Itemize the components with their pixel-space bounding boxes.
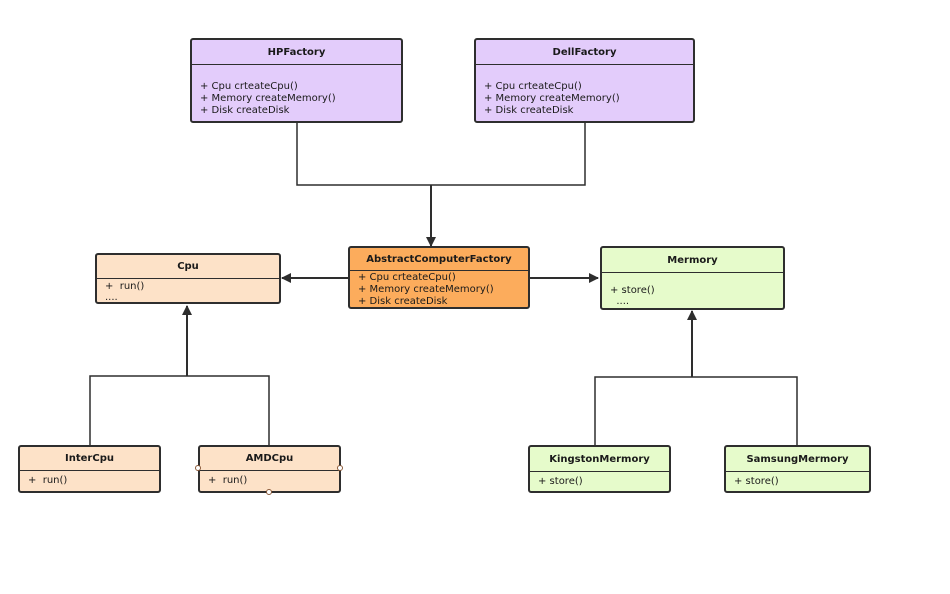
operation: + Memory createMemory() (200, 93, 336, 104)
operation: + store() (538, 476, 583, 487)
class-name: HPFactory (192, 40, 401, 65)
class-samsungmermory[interactable]: SamsungMermory + store() (724, 445, 871, 493)
class-intercpu[interactable]: InterCpu + run() (18, 445, 161, 493)
operation: + run() (105, 281, 145, 292)
edge-amdcpu-to-cpu (187, 375, 270, 445)
class-name: Cpu (97, 255, 279, 279)
operation: + run() (208, 475, 248, 486)
edge-kingston-to-memory (594, 376, 692, 445)
edge-dell-to-abstract (431, 123, 586, 186)
class-name: Mermory (602, 248, 783, 273)
edge-intercpu-to-cpu (89, 375, 187, 445)
class-mermory[interactable]: Mermory + store() .... (600, 246, 785, 310)
resize-handle-left[interactable] (195, 465, 201, 471)
class-name: DellFactory (476, 40, 693, 65)
resize-handle-right[interactable] (337, 465, 343, 471)
operation: + Disk createDisk (484, 105, 574, 116)
edge-samsung-to-memory (692, 376, 798, 445)
class-name: InterCpu (20, 447, 159, 471)
operation: + Disk createDisk (200, 105, 290, 116)
edge-hp-to-abstract (296, 123, 431, 186)
class-name: KingstonMermory (530, 447, 669, 472)
class-cpu[interactable]: Cpu + run() .... (95, 253, 281, 304)
class-name: AbstractComputerFactory (350, 248, 528, 271)
class-hpfactory[interactable]: HPFactory + Cpu crteateCpu() + Memory cr… (190, 38, 403, 123)
operation: + Memory createMemory() (484, 93, 620, 104)
operation: + Cpu crteateCpu() (484, 81, 582, 92)
operation: + Memory createMemory() (358, 284, 494, 295)
class-amdcpu[interactable]: AMDCpu + run() (198, 445, 341, 493)
class-dellfactory[interactable]: DellFactory + Cpu crteateCpu() + Memory … (474, 38, 695, 123)
class-kingstonmermory[interactable]: KingstonMermory + store() (528, 445, 671, 493)
operation: + Disk createDisk (358, 296, 448, 307)
operation: .... (610, 296, 630, 307)
operation: + run() (28, 475, 68, 486)
class-abstractcomputerfactory[interactable]: AbstractComputerFactory + Cpu crteateCpu… (348, 246, 530, 309)
class-name: SamsungMermory (726, 447, 869, 472)
operation: .... (105, 292, 118, 303)
resize-handle-bottom[interactable] (266, 489, 272, 495)
operation: + Cpu crteateCpu() (358, 272, 456, 283)
operation: + store() (610, 285, 655, 296)
operation: + Cpu crteateCpu() (200, 81, 298, 92)
class-name: AMDCpu (200, 447, 339, 471)
operation: + store() (734, 476, 779, 487)
